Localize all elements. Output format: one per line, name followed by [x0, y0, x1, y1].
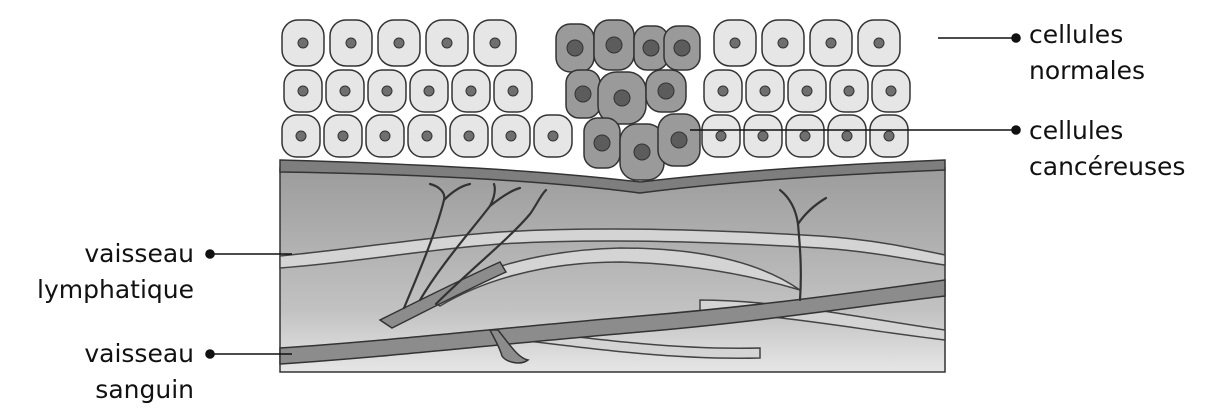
normal-cell	[282, 20, 324, 66]
cancer-cell	[594, 20, 634, 70]
cancer-cell	[658, 114, 700, 166]
leader-dot-lymph	[206, 250, 214, 258]
normal-cell	[534, 115, 572, 157]
normal-cell	[702, 115, 740, 157]
label-cancer-cells: cellules cancéreuses	[1029, 113, 1185, 185]
normal-cell	[410, 70, 448, 112]
normal-cell	[872, 70, 910, 112]
label-cancer-cells-line2: cancéreuses	[1029, 149, 1185, 185]
normal-cell	[788, 70, 826, 112]
normal-cell	[810, 20, 852, 66]
cancer-cell	[664, 26, 700, 70]
label-blood-vessel-line1: vaisseau	[0, 336, 194, 372]
leader-dot-cancer	[1012, 126, 1020, 134]
normal-cell	[326, 70, 364, 112]
normal-cell	[324, 115, 362, 157]
normal-cell	[492, 115, 530, 157]
cancer-cell	[646, 70, 686, 112]
normal-cell	[426, 20, 468, 66]
normal-cell	[830, 70, 868, 112]
normal-cell	[474, 20, 516, 66]
normal-cell	[494, 70, 532, 112]
normal-cell	[746, 70, 784, 112]
cancer-cell	[584, 118, 620, 168]
normal-cell	[368, 70, 406, 112]
normal-cell	[330, 20, 372, 66]
label-lymphatic-vessel: vaisseau lymphatique	[0, 236, 194, 308]
label-blood-vessel: vaisseau sanguin	[0, 336, 194, 408]
normal-cell	[762, 20, 804, 66]
label-normal-cells-line2: normales	[1029, 53, 1145, 89]
normal-cell	[282, 115, 320, 157]
label-normal-cells-line1: cellules	[1029, 17, 1145, 53]
normal-cell	[284, 70, 322, 112]
cancer-cell	[566, 70, 600, 118]
label-normal-cells: cellules normales	[1029, 17, 1145, 89]
normal-cell	[450, 115, 488, 157]
cancer-cell	[556, 24, 594, 72]
normal-cell	[714, 20, 756, 66]
normal-cell	[378, 20, 420, 66]
normal-cell	[786, 115, 824, 157]
label-blood-vessel-line2: sanguin	[0, 372, 194, 408]
normal-cell	[870, 115, 908, 157]
leader-dot-normal	[1012, 34, 1020, 42]
label-lymphatic-vessel-line1: vaisseau	[0, 236, 194, 272]
cancer-cell	[634, 26, 668, 70]
normal-cell	[828, 115, 866, 157]
normal-cell	[744, 115, 782, 157]
label-cancer-cells-line1: cellules	[1029, 113, 1185, 149]
leader-dot-blood	[206, 350, 214, 358]
normal-cell	[452, 70, 490, 112]
cancer-cell	[598, 72, 646, 124]
label-lymphatic-vessel-line2: lymphatique	[0, 272, 194, 308]
cancer-cell-cluster	[556, 20, 700, 180]
normal-cell	[704, 70, 742, 112]
normal-cell	[366, 115, 404, 157]
normal-cell	[858, 20, 900, 66]
normal-cell	[408, 115, 446, 157]
